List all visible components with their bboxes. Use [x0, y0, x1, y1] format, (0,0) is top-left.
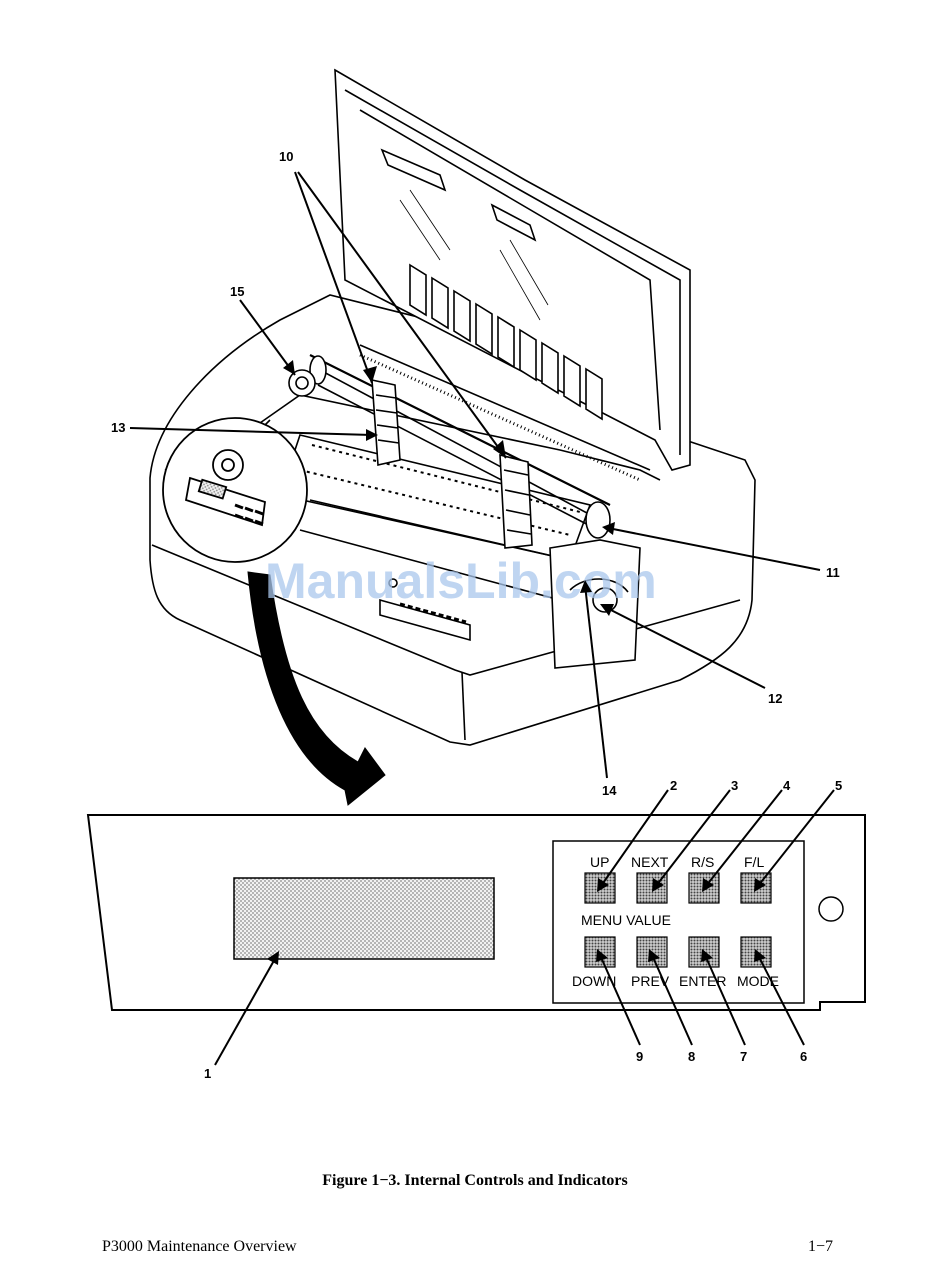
panel-hole — [819, 897, 843, 921]
callout-15: 15 — [230, 284, 244, 299]
next-key-label: NEXT — [631, 854, 669, 870]
printer-illustration: ManualsLib.com 10 15 13 11 12 14 — [0, 0, 950, 1150]
callout-12: 12 — [768, 691, 782, 706]
callout-14: 14 — [602, 783, 617, 798]
callout-7: 7 — [740, 1049, 747, 1064]
callout-8: 8 — [688, 1049, 695, 1064]
figure-caption: Figure 1−3. Internal Controls and Indica… — [0, 1172, 950, 1190]
callout-1: 1 — [204, 1066, 211, 1081]
mode-key-label: MODE — [737, 973, 779, 989]
watermark: ManualsLib.com — [265, 553, 657, 609]
callout-2: 2 — [670, 778, 677, 793]
callout-3: 3 — [731, 778, 738, 793]
callout-6: 6 — [800, 1049, 807, 1064]
lcd-display — [234, 878, 494, 959]
footer-title: P3000 Maintenance Overview — [102, 1238, 297, 1256]
control-panel: UP NEXT R/S F/L MENU VALUE DOWN PREV ENT… — [88, 815, 865, 1010]
page-number: 1−7 — [808, 1238, 833, 1256]
callout-9: 9 — [636, 1049, 643, 1064]
rs-key-label: R/S — [691, 854, 714, 870]
callout-13: 13 — [111, 420, 125, 435]
callout-11: 11 — [826, 565, 840, 580]
up-key-label: UP — [590, 854, 609, 870]
callout-5: 5 — [835, 778, 842, 793]
panel-magnifier — [163, 418, 307, 562]
menu-value-label: MENU VALUE — [581, 912, 671, 928]
callout-10: 10 — [279, 149, 293, 164]
callout-4: 4 — [783, 778, 791, 793]
fl-key-label: F/L — [744, 854, 764, 870]
